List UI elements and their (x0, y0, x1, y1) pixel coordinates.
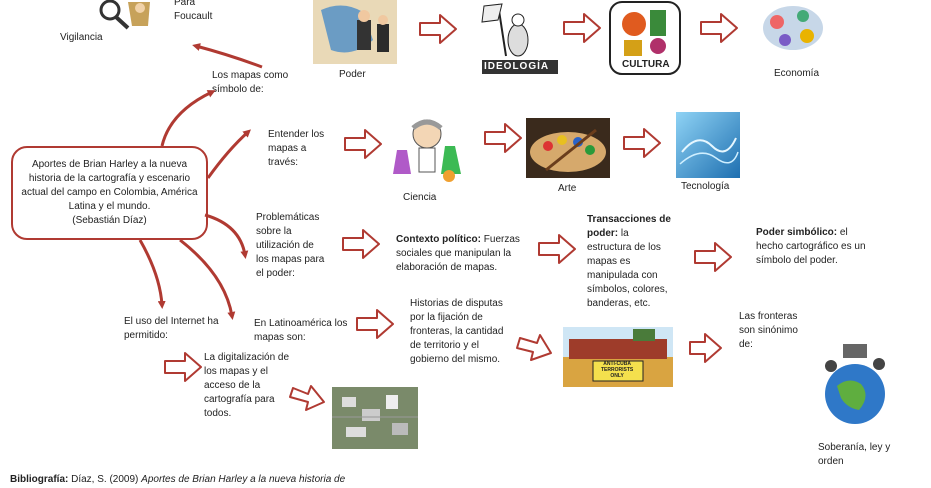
ciencia-label: Ciencia (403, 192, 437, 203)
central-topic-text: Aportes de Brian Harley a la nueva histo… (21, 159, 198, 226)
contexto-politico-heading: Contexto político: (396, 234, 481, 245)
transacciones-body: la estructura de los mapas es manipulada… (587, 228, 668, 309)
cultura-label: CULTURA (622, 59, 670, 70)
entender-mapas-label: Entender los mapas a través: (268, 129, 325, 168)
connector-to-simbolo (160, 90, 216, 147)
bibliography-italic: Aportes de Brian Harley a la nueva histo… (141, 474, 346, 485)
central-topic-box: Aportes de Brian Harley a la nueva histo… (11, 146, 208, 240)
arte-label: Arte (558, 183, 577, 194)
poder-simbolico-body: el hecho cartográfico es un símbolo del … (756, 227, 866, 266)
economia-label: Economía (774, 68, 820, 79)
arrow-to-digitalizacion (164, 352, 202, 382)
transacciones-text: Transacciones de poder: la estructura de… (587, 213, 675, 311)
para-foucault-label: Para Foucault (174, 0, 213, 22)
arrow-arte-tecnologia (623, 128, 661, 158)
ideologia-label: IDEOLOGÍA (484, 61, 550, 72)
fronteras-mural-image: ANTI-CUBA TERRORISTS ONLY (563, 327, 673, 387)
poder-label: Poder (339, 69, 366, 80)
arrow-digitalizacion-image (289, 385, 325, 411)
latinoamerica-label: En Latinoamérica los mapas son: (254, 318, 348, 343)
mural-sign-text: ANTI-CUBA TERRORISTS ONLY (601, 361, 634, 379)
connector-to-internet (138, 239, 166, 309)
contexto-politico-body: Fuerzas sociales que manipulan la elabor… (396, 234, 520, 273)
vigilancia-image (88, 0, 160, 30)
contexto-politico-text: Contexto político: Fuerzas sociales que … (396, 233, 532, 275)
arrow-ciencia-arte (484, 123, 522, 153)
connector-to-vigilancia (192, 43, 263, 69)
connector-to-problematicas (204, 213, 249, 259)
soberania-image (813, 338, 897, 426)
tecnologia-label: Tecnología (681, 181, 730, 192)
bibliography-label: Bibliografía: (10, 474, 69, 485)
arrow-ideologia-cultura (563, 13, 601, 43)
bibliography-line: Bibliografía: Díaz, S. (2009) Aportes de… (10, 473, 345, 487)
transacciones-heading: Transacciones de poder: (587, 214, 671, 239)
vigilancia-label: Vigilancia (60, 32, 103, 43)
arrow-poder-ideologia (419, 14, 457, 44)
tecnologia-image (676, 112, 740, 178)
economia-image (757, 0, 831, 56)
poder-image (313, 0, 397, 64)
arrow-transacciones-simbolico (694, 242, 732, 272)
arrow-to-historias (356, 309, 394, 339)
connector-to-entender (206, 129, 251, 179)
poder-simbolico-heading: Poder simbólico: (756, 227, 838, 238)
historias-disputas-label: Historias de disputas por la fijación de… (410, 298, 504, 365)
ciencia-image (383, 116, 471, 188)
arrow-mural-fronteras (689, 333, 722, 363)
arrow-to-ciencia (344, 129, 382, 159)
ideologia-image: IDEOLOGÍA (478, 0, 560, 76)
arrow-to-contexto (342, 229, 380, 259)
soberania-label: Soberanía, ley y orden (818, 442, 891, 467)
arrow-cultura-economia (700, 13, 738, 43)
connector-to-latinoamerica (179, 238, 236, 320)
digitalizacion-label: La digitalización de los mapas y el acce… (204, 352, 290, 419)
arrow-contexto-transacciones (538, 234, 576, 264)
mapas-simbolo-label: Los mapas como símbolo de: (212, 70, 289, 95)
fronteras-label: Las fronteras son sinónimo de: (739, 311, 798, 350)
arte-image (526, 118, 610, 178)
digitalizacion-image (332, 387, 418, 449)
bibliography-text: Díaz, S. (2009) (68, 474, 142, 485)
problematicas-label: Problemáticas sobre la utilización de lo… (256, 212, 325, 279)
cultura-image: CULTURA (608, 0, 682, 76)
poder-simbolico-text: Poder simbólico: el hecho cartográfico e… (756, 226, 866, 268)
internet-label: El uso del Internet ha permitido: (124, 316, 219, 341)
arrow-historias-mural (516, 334, 552, 361)
